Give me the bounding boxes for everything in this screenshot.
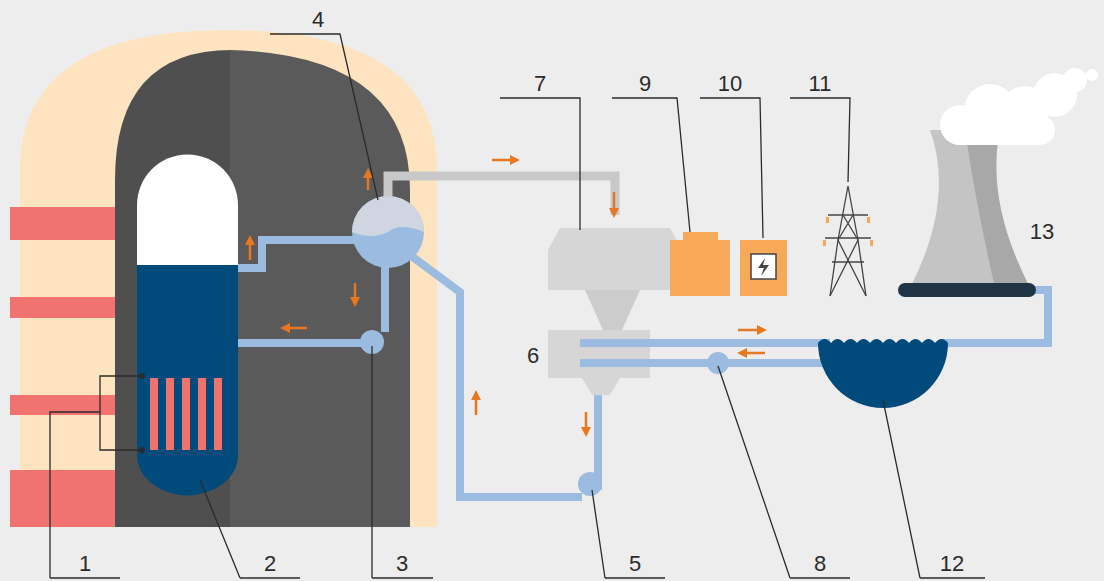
steam-generator: [352, 196, 424, 268]
generator: [670, 232, 730, 296]
transformer: [740, 240, 787, 296]
callout-number: 10: [718, 72, 742, 96]
vessel-top: [137, 155, 238, 265]
callout-number: 9: [639, 72, 651, 96]
feedwater-pump: [578, 472, 602, 496]
flow-arrows: [250, 160, 765, 432]
primary-piping: [238, 240, 582, 497]
fuel-rods: [150, 378, 222, 450]
callout-number: 1: [79, 552, 91, 576]
cooling-piping: [580, 290, 1048, 363]
steam-line: [388, 176, 615, 215]
callout-number: 11: [809, 72, 832, 96]
callout-number: 6: [527, 344, 539, 368]
tower-basin: [898, 283, 1036, 297]
pylon: [825, 186, 871, 296]
cooling-pump: [707, 352, 729, 374]
turbine: [548, 228, 682, 290]
callout-number: 5: [629, 552, 641, 576]
callout-number: 7: [534, 72, 546, 96]
pylon-insulators: [823, 217, 873, 246]
cooling-tower: [910, 130, 1030, 288]
callout-number: 3: [396, 552, 408, 576]
reactor-vessel: [137, 265, 238, 495]
callout-leaders: [50, 34, 985, 578]
callout-number: 13: [1030, 220, 1054, 244]
callout-number: 4: [312, 8, 324, 32]
callout-number: 8: [814, 552, 826, 576]
steam-cloud: [940, 68, 1098, 145]
containment-outer: [20, 30, 437, 527]
containment-dome-right: [230, 50, 410, 527]
cooling-pool: [818, 343, 948, 408]
callout-number: 12: [940, 552, 964, 576]
callout-number: 2: [264, 552, 276, 576]
